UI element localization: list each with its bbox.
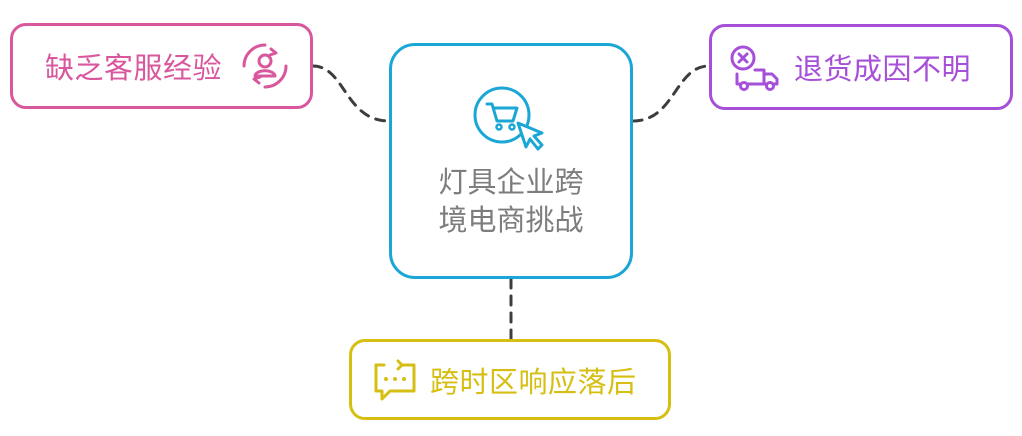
node-label: 跨时区响应落后 — [430, 364, 637, 399]
center-title: 灯具企业跨境电商挑战 — [426, 163, 596, 239]
node-timezone-response-lag[interactable]: 跨时区响应落后 — [349, 339, 671, 420]
node-central-challenge[interactable]: 灯具企业跨境电商挑战 — [389, 43, 633, 279]
chat-bubble-icon — [372, 357, 418, 403]
connector-right — [631, 64, 711, 123]
center-title-line-2: 境电商挑战 — [438, 203, 584, 237]
shopping-cart-cursor-icon — [468, 83, 554, 157]
center-title-line-1: 灯具企业跨 — [438, 165, 584, 199]
connector-left — [311, 64, 391, 123]
node-unclear-return-reasons[interactable]: 退货成因不明 — [709, 24, 1013, 110]
delivery-truck-cancel-icon — [728, 42, 782, 92]
node-label: 退货成因不明 — [794, 52, 972, 86]
node-lack-customer-service[interactable]: 缺乏客服经验 — [10, 23, 313, 109]
node-label: 缺乏客服经验 — [45, 51, 223, 85]
customer-service-icon — [240, 41, 290, 91]
